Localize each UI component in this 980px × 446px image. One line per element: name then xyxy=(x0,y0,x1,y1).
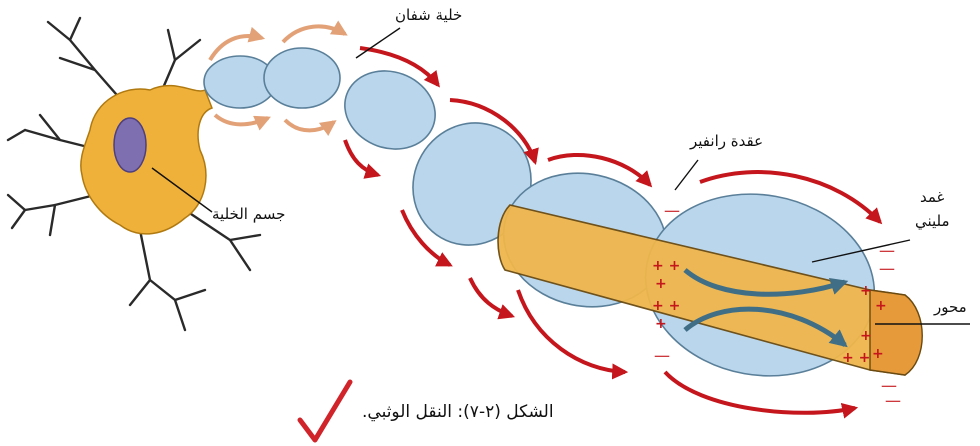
cell-body-label: جسم الخلية xyxy=(212,205,285,223)
svg-text:＿: ＿ xyxy=(881,373,897,389)
svg-text:＿: ＿ xyxy=(664,198,680,214)
check-mark xyxy=(300,382,350,440)
svg-text:+: + xyxy=(872,346,884,362)
svg-text:+: + xyxy=(860,328,872,344)
svg-text:+: + xyxy=(860,283,872,299)
myelin-sheath-label-line1: غمد xyxy=(920,188,944,206)
svg-text:+: + xyxy=(655,316,667,332)
node-of-ranvier-label: عقدة رانفير xyxy=(690,132,763,150)
svg-text:+: + xyxy=(655,276,667,292)
svg-text:+ +: + + xyxy=(652,298,680,314)
myelin-sheath-label-line2: مليني xyxy=(915,212,950,230)
svg-text:+ +: + + xyxy=(842,350,870,366)
ranvier-pointer xyxy=(675,160,698,190)
cell-body xyxy=(81,86,212,234)
svg-text:＿: ＿ xyxy=(879,256,895,272)
axon-label: محور xyxy=(934,298,967,316)
figure-caption: الشكل (٢-٧): النقل الوثبي. xyxy=(362,402,554,422)
schwann-cell-label: خلية شفان xyxy=(395,6,462,24)
nucleus xyxy=(114,118,146,172)
svg-text:+: + xyxy=(875,298,887,314)
svg-text:+ +: + + xyxy=(652,258,680,274)
svg-text:＿: ＿ xyxy=(885,388,901,404)
svg-text:＿: ＿ xyxy=(654,343,670,359)
